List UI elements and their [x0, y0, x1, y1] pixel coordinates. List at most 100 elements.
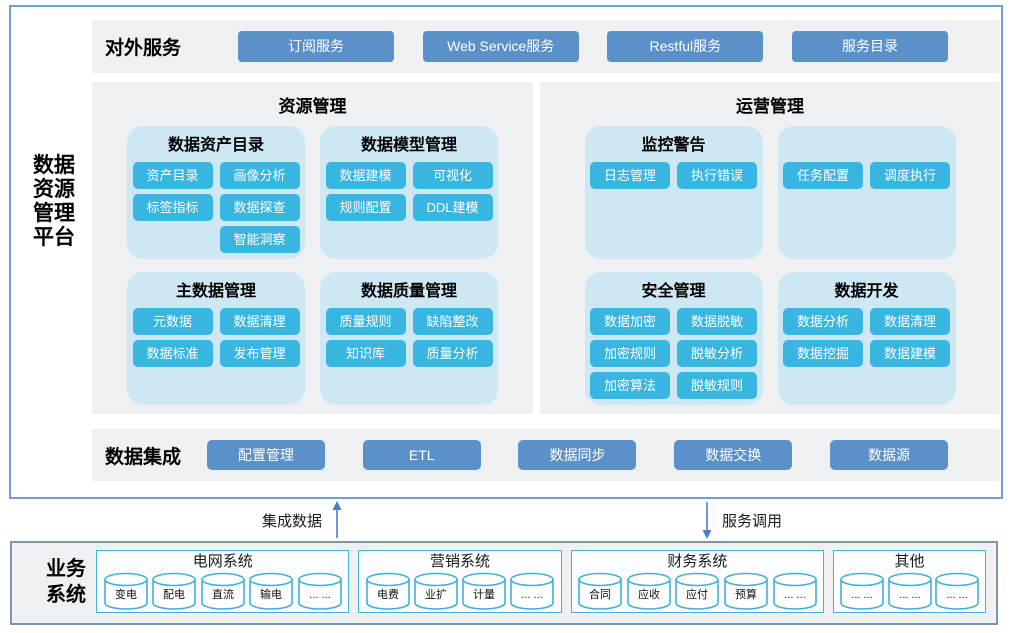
database-icon: ... ...	[510, 572, 555, 610]
system-group: 其他 ... ...	[833, 550, 986, 613]
resource-management-title: 资源管理	[278, 97, 347, 116]
integration-button[interactable]: ETL	[362, 440, 481, 470]
database-label: 预算	[735, 587, 757, 601]
feature-button[interactable]: 资产目录	[132, 162, 213, 189]
system-group: 财务系统 合同	[570, 550, 825, 613]
service-button[interactable]: 订阅服务	[238, 31, 395, 62]
database-label: 合同	[589, 587, 611, 601]
database-icon: ... ...	[840, 572, 884, 610]
module-card: 安全管理 数据加密数据脱敏 加密规则脱敏分析	[584, 272, 763, 405]
feature-button[interactable]: 日志管理	[590, 162, 670, 189]
system-group: 营销系统 电费	[358, 550, 562, 613]
module-card-rows: 数据加密数据脱敏 加密规则脱敏分析 加密算法脱敏规则	[585, 308, 763, 399]
service-button[interactable]: 服务目录	[791, 31, 948, 62]
database-label: 变电	[115, 587, 137, 601]
module-card-rows: 元数据数据清理 数据标准发布管理	[127, 308, 305, 367]
module-card-rows: 任务配置调度执行	[778, 162, 956, 189]
resource-management-panel: 资源管理 数据资产目录 资产目录画像分析 标签指	[92, 82, 533, 414]
database-label: 计量	[473, 588, 495, 601]
platform-title-line: 资源	[33, 178, 75, 201]
module-card: 监控警告 日志管理执行错误	[584, 126, 763, 259]
service-button[interactable]: Restful服务	[607, 31, 764, 62]
feature-button[interactable]: 任务配置	[783, 162, 863, 189]
database-label: 应收	[638, 587, 660, 601]
feature-button[interactable]: 规则配置	[325, 194, 406, 221]
database-label: 业扩	[425, 587, 447, 601]
feature-button[interactable]: 数据加密	[590, 308, 670, 335]
database-label: ... ...	[309, 589, 330, 601]
feature-button[interactable]: 可视化	[412, 162, 493, 189]
system-group-title: 营销系统	[430, 553, 491, 570]
feature-button[interactable]: 发布管理	[219, 340, 300, 367]
feature-button[interactable]: 加密算法	[590, 372, 670, 399]
database-icon: 输电	[249, 572, 294, 610]
database-icon: 直流	[200, 572, 245, 610]
feature-button[interactable]: 画像分析	[219, 162, 300, 189]
platform-title-line: 管理	[33, 202, 75, 225]
feature-button[interactable]: 加密规则	[590, 340, 670, 367]
module-card-title	[778, 134, 956, 158]
module-card-rows: 数据分析数据清理 数据挖掘数据建模	[778, 308, 956, 367]
database-icon: ... ...	[887, 572, 932, 610]
database-label: ... ...	[522, 589, 543, 601]
integration-button[interactable]: 数据同步	[518, 440, 637, 470]
integration-button[interactable]: 数据交换	[674, 440, 793, 470]
platform-title-line: 平台	[33, 226, 75, 249]
system-databases: 合同 应收 应付	[572, 572, 823, 612]
service-invoke-label: 服务调用	[722, 512, 783, 530]
module-card-title: 数据资产目录	[167, 137, 264, 154]
feature-button[interactable]: 数据标准	[132, 340, 213, 367]
feature-button[interactable]: 数据分析	[783, 308, 863, 335]
integration-button[interactable]: 数据源	[829, 440, 948, 470]
feature-button[interactable]: 知识库	[325, 340, 406, 367]
module-card: 数据质量管理 质量规则缺陷整改 知识库质量分析	[320, 272, 498, 405]
feature-button[interactable]: 元数据	[132, 308, 213, 335]
feature-button[interactable]: 质量分析	[412, 340, 493, 367]
external-services-label: 对外服务	[105, 38, 182, 59]
feature-button[interactable]: 脱敏分析	[677, 340, 757, 367]
module-card: 任务配置调度执行	[777, 126, 956, 259]
service-invoke-flow: 服务调用	[700, 500, 782, 540]
feature-button[interactable]: 标签指标	[132, 194, 213, 221]
system-group-title: 其他	[894, 553, 925, 570]
external-services-band: 对外服务 订阅服务 Web Service服务 Restful服务服务目录	[92, 20, 1000, 73]
feature-button[interactable]: 数据脱敏	[677, 308, 757, 335]
database-icon: 预算	[724, 572, 768, 610]
module-card-title: 主数据管理	[175, 283, 256, 300]
system-databases: 电费 业扩 计量	[359, 572, 560, 612]
feature-button[interactable]: 数据清理	[870, 308, 950, 335]
system-databases: ... ... ... ...	[834, 572, 985, 612]
module-card-title: 数据模型管理	[360, 137, 457, 154]
feature-button[interactable]: 脱敏规则	[677, 372, 757, 399]
feature-button[interactable]: 数据挖掘	[783, 340, 863, 367]
database-label: ... ...	[947, 589, 968, 601]
feature-button[interactable]: 数据清理	[219, 308, 300, 335]
platform-title-line: 数据	[33, 154, 75, 177]
database-icon: ... ...	[935, 572, 980, 610]
feature-button[interactable]: 缺陷整改	[412, 308, 493, 335]
business-systems-label: 业务系统	[36, 556, 96, 608]
feature-button[interactable]: 数据建模	[325, 162, 406, 189]
feature-button[interactable]: 执行错误	[677, 162, 757, 189]
system-group-title: 电网系统	[192, 553, 253, 570]
system-databases: 变电 配电 直流	[97, 572, 348, 612]
data-integration-buttons: 配置管理 ETL 数据同步 数据交换 数据源	[207, 440, 948, 470]
module-card-title: 数据开发	[834, 283, 899, 300]
feature-button[interactable]: 质量规则	[325, 308, 406, 335]
service-button[interactable]: Web Service服务	[422, 31, 579, 62]
operation-management-cards: 监控警告 日志管理执行错误	[540, 126, 1000, 405]
module-card-title: 安全管理	[641, 283, 706, 300]
integration-button[interactable]: 配置管理	[207, 440, 326, 470]
feature-button[interactable]: 数据建模	[870, 340, 950, 367]
feature-button[interactable]: DDL建模	[412, 194, 493, 221]
feature-button[interactable]: 数据探查	[219, 194, 300, 221]
business-systems-label-line: 业务	[46, 558, 86, 580]
database-icon: 业扩	[414, 572, 458, 610]
feature-button[interactable]: 调度执行	[870, 162, 950, 189]
feature-button[interactable]: 智能洞察	[219, 226, 300, 253]
operation-management-title: 运营管理	[736, 97, 804, 116]
database-icon: ... ...	[772, 572, 817, 610]
database-label: 输电	[260, 587, 282, 601]
